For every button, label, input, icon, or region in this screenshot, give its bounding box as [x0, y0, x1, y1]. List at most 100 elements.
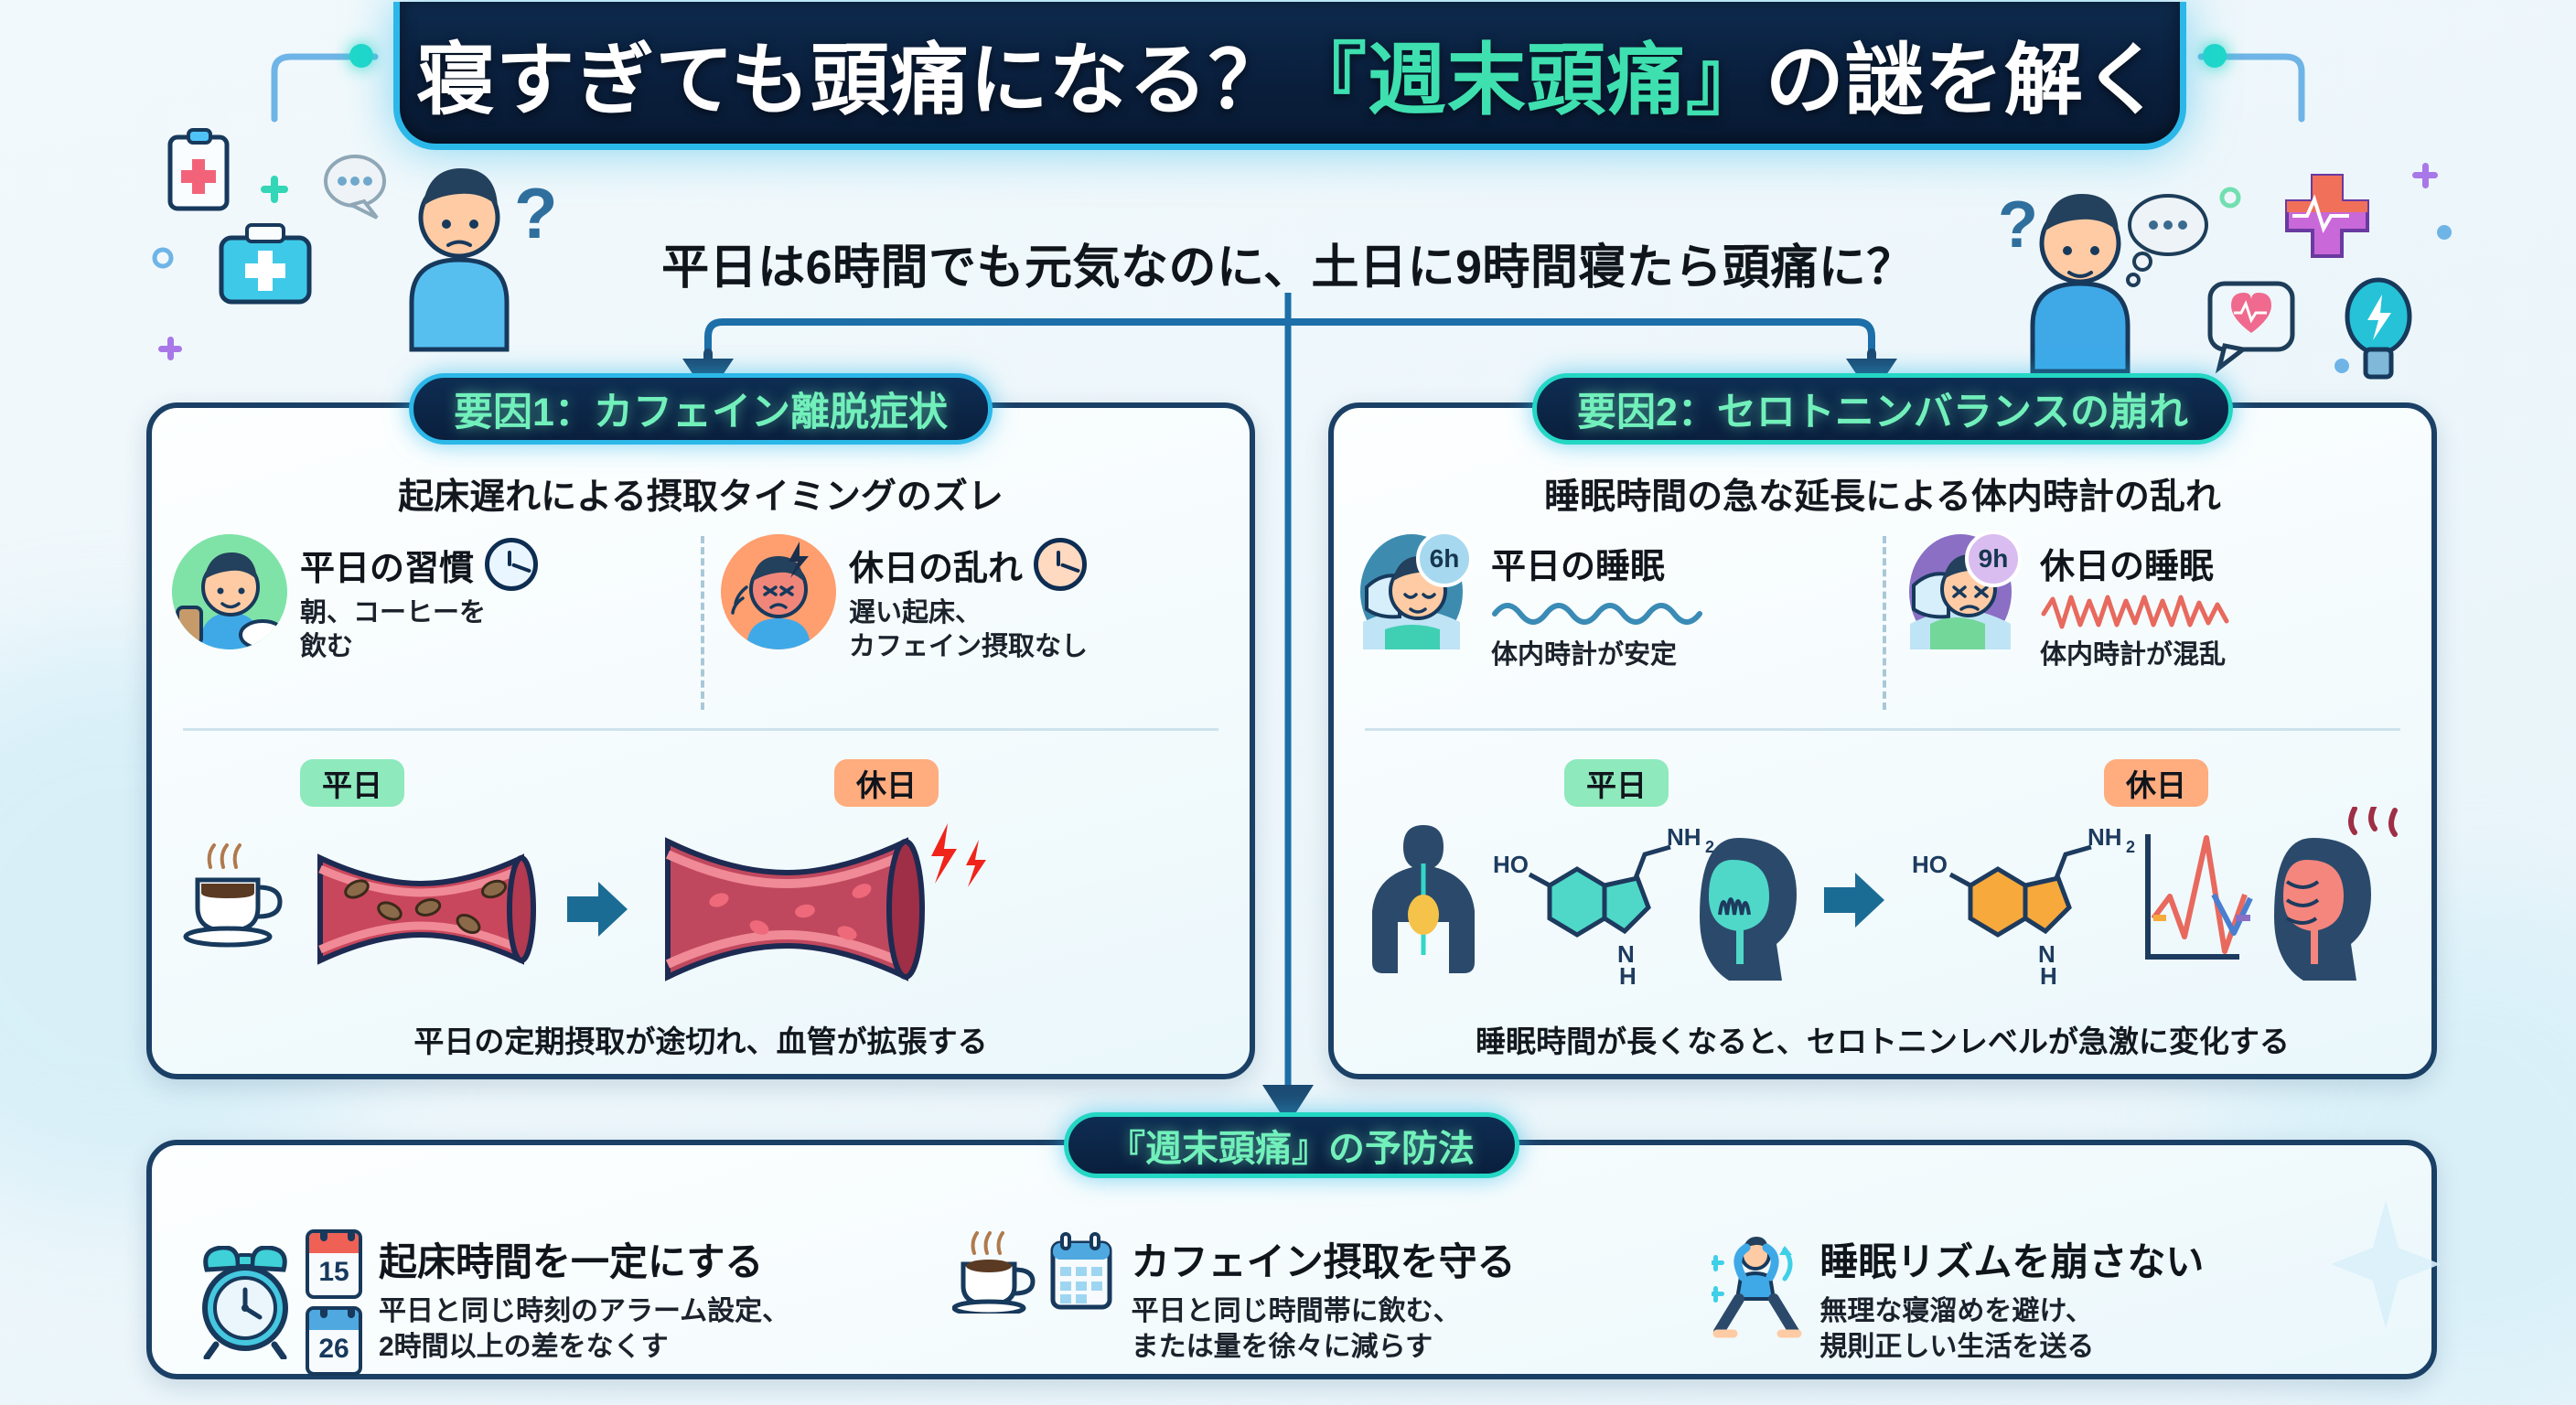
page-title-banner: 寝すぎても頭痛になる？『週末頭痛』の謎を解く: [393, 2, 2186, 150]
prevention-tip-3-body: 無理な寝溜めを避け、 規則正しい生活を送る: [1819, 1296, 2095, 1362]
panel-1-card-holiday-body: 遅い起床、 カフェイン摂取なし: [849, 598, 1089, 662]
prevention-tip-1-text: 起床時間を一定にする 平日と同じ時刻のアラーム設定、 2時間以上の差をなくす: [379, 1229, 789, 1365]
prevention-tip-1: 15 26 起床時間を一定にする 平日と同じ時刻のアラーム設定、 2時間以上の差…: [152, 1229, 912, 1376]
worried-person-icon: [2030, 194, 2131, 374]
prevention-tip-1-body: 平日と同じ時刻のアラーム設定、 2時間以上の差をなくす: [379, 1296, 790, 1362]
panel-2-card-weekday-body: 体内時計が安定: [1491, 640, 1678, 670]
panel-prevention: 『週末頭痛』の予防法 1: [146, 1112, 2441, 1379]
clipboard-medical-icon: [167, 128, 230, 211]
day-badge-weekday: 平日: [300, 759, 404, 807]
heart-pulse-bubble-icon: [2207, 281, 2295, 374]
transition-arrow-icon: [567, 882, 628, 937]
svg-text:2: 2: [1705, 838, 1714, 856]
body-silhouette-icon: [1372, 825, 1475, 973]
coffee-cup-icon: [183, 843, 283, 948]
panel-2-card-holiday-body: 体内時計が混乱: [2040, 640, 2227, 670]
panel-1-card-holiday-title: 休日の乱れ: [849, 549, 1024, 588]
page-title-highlight: 『週末頭痛』: [1287, 37, 1766, 124]
medical-cross-pulse-icon: [2285, 174, 2369, 258]
coffee-cup-icon: [951, 1231, 1036, 1314]
yoga-person-icon: [1712, 1237, 1802, 1338]
panel-2-mechanism: 平日 休日 HO NH 2 N H: [1356, 728, 2410, 1058]
panel-1-card-holiday: 休日の乱れ 遅い起床、 カフェイン摂取なし: [701, 529, 1250, 708]
panel-2-card-holiday-text: 休日の睡眠 体内時計が混乱: [2031, 534, 2269, 672]
calm-brain-head-icon: [1700, 838, 1797, 981]
panel-prevention-badge-label: 『週末頭痛』の予防法: [1109, 1129, 1475, 1169]
clock-icon: [1034, 538, 1088, 591]
decor-right-group: ?: [1998, 163, 2452, 380]
svg-text:H: H: [1619, 962, 1637, 990]
svg-text:2: 2: [2126, 838, 2135, 856]
page-title: 寝すぎても頭痛になる？『週末頭痛』の謎を解く: [416, 16, 2163, 130]
panel-2-card-weekday-text: 平日の睡眠 体内時計が安定: [1482, 534, 1720, 672]
panel-1-card-weekday-title: 平日の習慣: [300, 549, 475, 588]
plus-sparkle-icon: [2219, 163, 2452, 373]
svg-text:N: N: [2038, 940, 2055, 968]
day-badge-weekday: 平日: [1564, 759, 1669, 807]
prevention-tip-2-title: カフェイン摂取を守る: [1131, 1240, 1516, 1283]
panel-factor-1-subtitle: 起床遅れによる摂取タイミングのズレ: [398, 477, 1004, 517]
calendar-icon-weekend: 26: [306, 1306, 362, 1376]
calendar-grid-icon: [1050, 1232, 1112, 1310]
thinking-person-icon: [409, 168, 510, 352]
panel-2-card-holiday-title: 休日の睡眠: [2040, 548, 2215, 586]
prevention-tip-1-title: 起床時間を一定にする: [379, 1240, 764, 1283]
prevention-tip-2-text: カフェイン摂取を守る 平日と同じ時間帯に飲む、 または量を徐々に減らす: [1132, 1229, 1516, 1365]
panel-1-divider: [701, 536, 704, 710]
prevention-tip-3-text: 睡眠リズムを崩さない 無理な寝溜めを避け、 規則正しい生活を送る: [1819, 1229, 2204, 1365]
hours-badge-weekday-label: 6h: [1429, 544, 1460, 573]
first-aid-kit-icon: [219, 223, 312, 305]
question-mark-icon: ?: [514, 173, 558, 253]
day-badge-holiday: 休日: [834, 759, 939, 807]
panel-1-card-holiday-text: 休日の乱れ 遅い起床、 カフェイン摂取なし: [849, 534, 1088, 664]
page-title-part2: の謎を解く: [1765, 37, 2163, 124]
panel-1-card-weekday-body: 朝、コーヒーを 飲む: [300, 598, 487, 662]
hours-badge-weekday: 6h: [1416, 531, 1473, 587]
headache-person-avatar: [721, 534, 836, 649]
svg-text:N: N: [1617, 940, 1635, 968]
panel-factor-1-badge-label: 要因1：カフェイン離脱症状: [454, 391, 948, 434]
clock-icon: [485, 538, 539, 591]
coffee-person-avatar: [172, 534, 287, 649]
stressed-brain-head-icon: [2274, 807, 2398, 981]
alarm-clock-icon: [202, 1246, 288, 1359]
panel-1-card-weekday: 平日の習慣 朝、コーヒーを 飲む: [152, 529, 701, 708]
erratic-wave-icon: [2041, 595, 2229, 629]
page-title-part1: 寝すぎても頭痛になる？: [416, 37, 1288, 124]
prevention-tip-3-icons: [1712, 1229, 1803, 1339]
prevention-tip-2-body: 平日と同じ時間帯に飲む、 または量を徐々に減らす: [1131, 1296, 1461, 1362]
subtitle: 平日は6時間でも元気なのに、土日に9時間寝たら頭痛に？: [661, 241, 1915, 295]
calendar-icon-weekday: 15: [306, 1229, 362, 1299]
thought-bubble-icon: [2126, 194, 2208, 287]
panel-factor-2-subtitle: 睡眠時間の急な延長による体内時計の乱れ: [1544, 477, 2221, 517]
serotonin-molecule-weekday: HO NH 2 N H: [1493, 823, 1714, 990]
svg-text:HO: HO: [1493, 851, 1529, 878]
calendar-day-bottom: 26: [318, 1334, 349, 1364]
stable-wave-icon: [1492, 603, 1702, 625]
speech-bubble-icon: [324, 155, 386, 220]
panel-1-cards: 平日の習慣 朝、コーヒーを 飲む: [152, 529, 1250, 708]
panel-2-cards: 6h 平日の睡眠 体内時計が安定: [1334, 529, 2431, 708]
decor-left-group: ?: [152, 128, 558, 360]
header: 寝すぎても頭痛になる？『週末頭痛』の謎を解く: [0, 0, 2576, 165]
panel-factor-1: 要因1：カフェイン離脱症状 起床遅れによる摂取タイミングのズレ: [146, 373, 1255, 1079]
panel-2-card-holiday: 9h 休日の睡眠 体内時計が混乱: [1883, 529, 2431, 708]
prevention-tip-2: カフェイン摂取を守る 平日と同じ時間帯に飲む、 または量を徐々に減らす: [912, 1229, 1672, 1376]
question-mark-icon: ?: [1998, 188, 2038, 262]
lightbulb-flash-icon: [2345, 277, 2412, 380]
panel-2-serotonin-diagram: HO NH 2 N H HO: [1372, 807, 2398, 990]
hours-badge-holiday: 9h: [1965, 531, 2022, 587]
serotonin-molecule-holiday: HO NH 2 N H: [1912, 823, 2135, 990]
panel-factor-2-badge-label: 要因2：セロトニンバランスの崩れ: [1576, 391, 2189, 434]
svg-text:HO: HO: [1912, 851, 1948, 878]
panel-1-vessel-diagram: [183, 823, 986, 981]
panel-factor-2-badge: 要因2：セロトニンバランスの崩れ: [1531, 373, 2234, 445]
panel-2-card-weekday-title: 平日の睡眠: [1491, 548, 1666, 586]
panel-1-mech-caption: 平日の定期摂取が途切れ、血管が拡張する: [413, 1024, 988, 1058]
vessel-constricted: [317, 853, 536, 965]
panel-2-mech-separator: [1365, 728, 2400, 731]
header-node-dot-right-outer: [2203, 44, 2227, 68]
panel-2-mech-caption: 睡眠時間が長くなると、セロトニンレベルが急激に変化する: [1476, 1024, 2290, 1058]
panel-prevention-badge: 『週末頭痛』の予防法: [1064, 1112, 1519, 1178]
sleeping-person-avatar: 6h: [1354, 531, 1473, 662]
